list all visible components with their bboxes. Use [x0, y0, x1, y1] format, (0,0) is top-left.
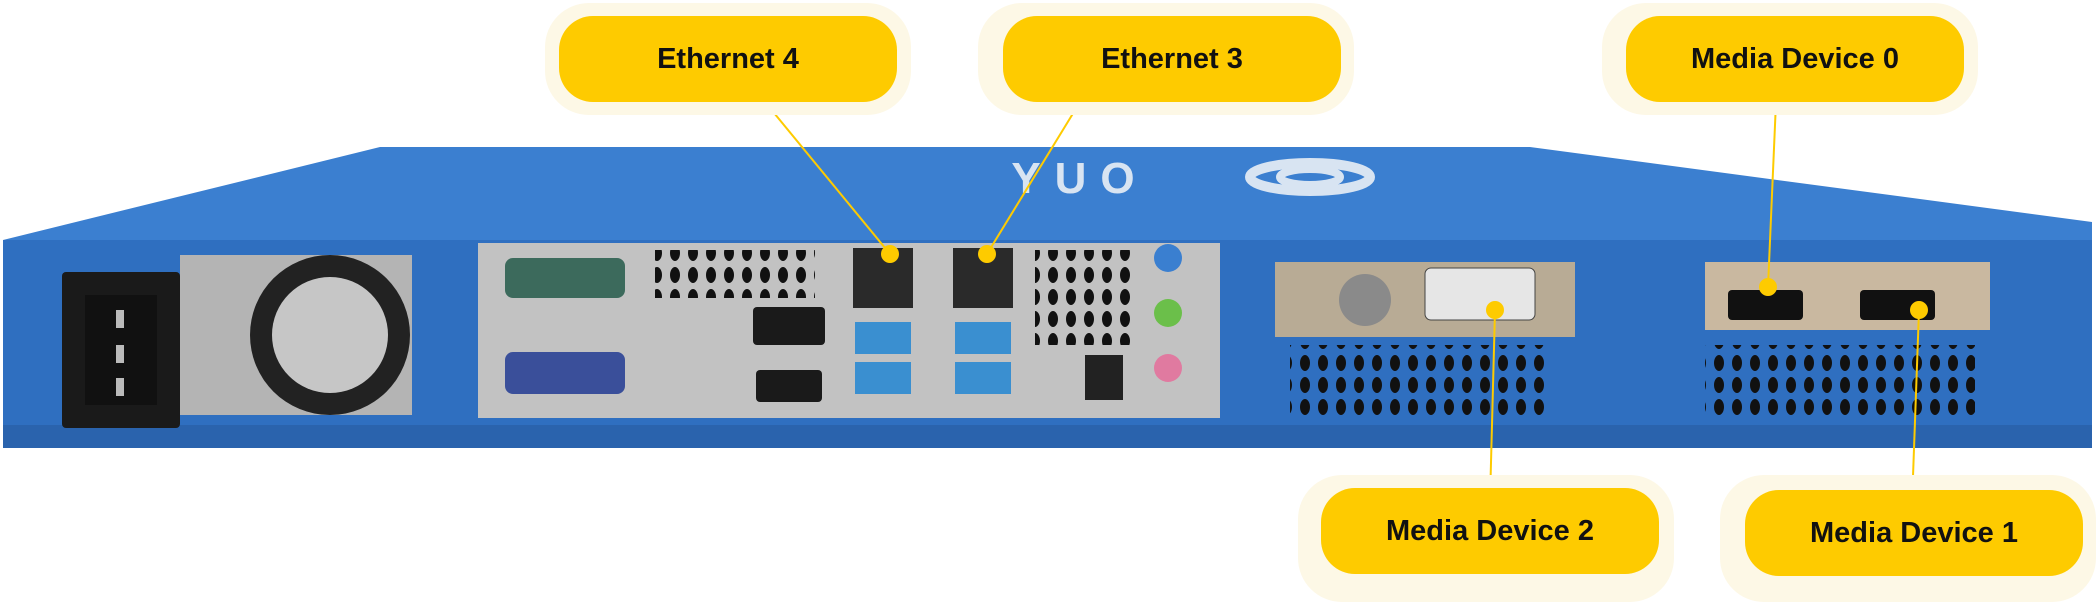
audio-jack-green	[1154, 299, 1182, 327]
audio-jack-blue	[1154, 244, 1182, 272]
logo-mark-icon	[1245, 158, 1375, 196]
chassis-top	[3, 147, 2092, 250]
yuo-logo: YUO	[1011, 154, 1375, 203]
hdmi-port	[756, 370, 822, 402]
callout-media-device-2: Media Device 2	[1321, 488, 1659, 574]
bnc-connector	[1339, 274, 1391, 326]
usb-port	[855, 322, 911, 354]
callout-media-device-0: Media Device 0	[1626, 16, 1964, 102]
serial-port	[505, 258, 625, 298]
usb-port	[855, 362, 911, 394]
displayport	[753, 307, 825, 345]
callout-label: Media Device 0	[1691, 42, 1899, 75]
optical-audio-port	[1085, 355, 1123, 400]
brand-name: YUO	[1011, 154, 1148, 203]
leader-lines	[764, 101, 1928, 602]
callout-label: Media Device 1	[1810, 516, 2018, 549]
usb-port	[955, 362, 1011, 394]
callout-media-device-1: Media Device 1	[1745, 490, 2083, 576]
audio-jack-pink	[1154, 354, 1182, 382]
callout-label: Media Device 2	[1386, 514, 1594, 547]
usb-port	[955, 322, 1011, 354]
dvi-port	[1424, 267, 1536, 321]
media-device-0-hdmi	[1728, 290, 1803, 320]
vga-port	[505, 352, 625, 394]
vent-holes	[655, 250, 1975, 420]
callout-ethernet-3: Ethernet 3	[1003, 16, 1341, 102]
callout-ethernet-4: Ethernet 4	[559, 16, 897, 102]
callout-label: Ethernet 4	[657, 42, 799, 75]
callout-label: Ethernet 3	[1101, 42, 1243, 75]
